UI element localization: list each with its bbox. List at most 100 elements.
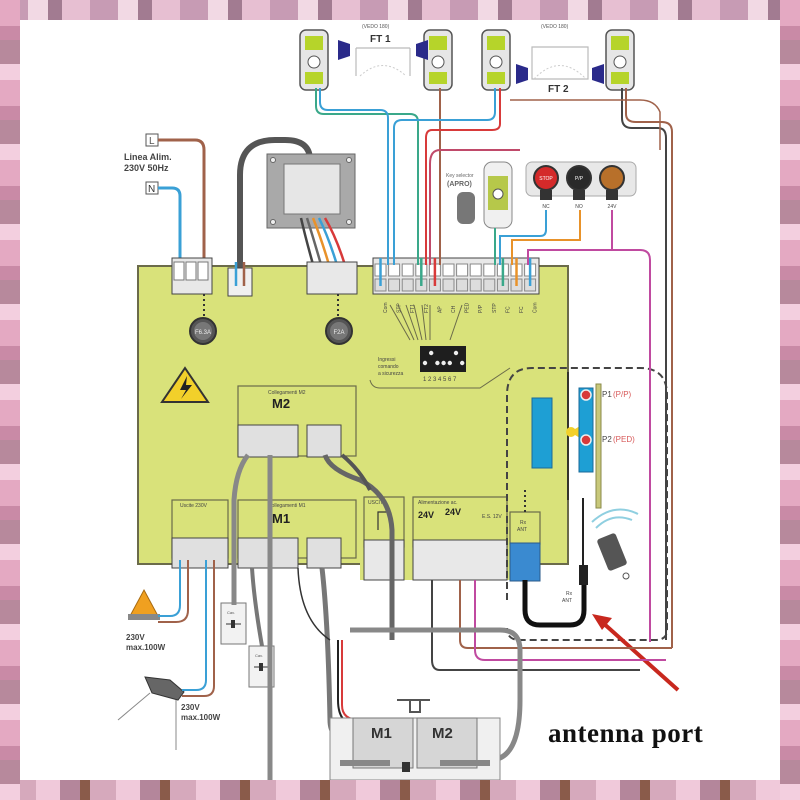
input-terminal: FC: [496, 258, 511, 313]
flashing-lamp: 230V max.100W: [126, 588, 166, 652]
capacitor-m2-label: Cav.: [255, 653, 263, 658]
input-terminal: FC: [510, 258, 525, 313]
wire-neutral-blue: [158, 186, 182, 275]
push-button-24v: 24V: [599, 165, 625, 210]
fuse-f2a-label: F2A: [333, 330, 344, 336]
courtesy-light-power-label: max.100W: [181, 713, 221, 722]
wire-live-brown: [158, 138, 206, 275]
input-terminal-label: PED: [465, 302, 471, 313]
ant-label: ANT: [517, 527, 527, 533]
rx-label: Rx: [520, 520, 527, 526]
antenna-pointer-arrow: [592, 614, 680, 692]
output-230v-block: Uscite 230V: [171, 499, 229, 569]
transformer-primary-terminal: [227, 262, 253, 297]
transformer-core: [283, 163, 341, 215]
decorative-border-left: [0, 0, 20, 800]
key-selector: Key selector (APRO): [446, 161, 513, 229]
power-line-label: Linea Alim.: [124, 152, 172, 162]
photocell-unit: [299, 29, 329, 91]
fuse-f63a: F6.3A: [189, 317, 217, 345]
motors-unit: M1 M2: [329, 699, 501, 780]
p1-label: P1: [602, 390, 612, 399]
input-terminal: AP: [428, 258, 443, 313]
push-button-contact: NC: [542, 204, 550, 210]
diagram-canvas: L Linea Alim. 230V 50Hz N: [20, 20, 780, 780]
push-button-contact: 24V: [608, 204, 618, 210]
power-voltage-label: 230V 50Hz: [124, 163, 169, 173]
power-supply-input: L Linea Alim. 230V 50Hz N: [124, 133, 206, 275]
transformer-secondary-terminal: [306, 261, 358, 318]
input-terminal-label: CH: [451, 305, 457, 313]
lamp-power-label: max.100W: [126, 643, 166, 652]
svg-text:P/P: P/P: [575, 176, 584, 182]
input-terminal: Com: [524, 258, 539, 313]
aux-24v-label-a: 24V: [418, 510, 434, 520]
aux-24v-label-b: 24V: [445, 507, 461, 517]
input-terminal-label: Com: [533, 302, 539, 313]
lamp-voltage-label: 230V: [126, 633, 145, 642]
courtesy-light-voltage-label: 230V: [181, 703, 200, 712]
ft1-note: (VEDO 180): [362, 24, 390, 30]
input-terminal-label: FC: [519, 306, 525, 313]
photocell-unit: [481, 29, 511, 91]
input-terminal: CH: [442, 263, 457, 313]
m1-block-title: Collegamenti M1: [268, 503, 306, 509]
ft1-beam: (VEDO 180) FT 1: [338, 24, 428, 77]
antenna-ant-label: ANT: [562, 598, 572, 604]
antenna-port-caption: antenna port: [548, 718, 704, 748]
dip-switch: 1 2 3 4 5 6 7 Ingressi comando a sicurez…: [369, 304, 511, 389]
capacitor-m1-label: Cav.: [227, 610, 235, 615]
photocell-unit: [423, 29, 453, 91]
motor-m2-label: M2: [432, 725, 453, 742]
p2-label: P2: [602, 435, 612, 444]
dip-label-3: a sicurezza: [378, 371, 404, 377]
motor-m1-connection-block: Collegamenti M1 M1: [237, 499, 357, 569]
fuse-f63a-label: F6.3A: [195, 330, 211, 336]
svg-text:STOP: STOP: [539, 176, 553, 182]
ft1-label: FT 1: [370, 34, 391, 45]
input-terminal: P/P: [469, 263, 484, 313]
transformer: [237, 137, 356, 276]
push-button-panel: STOP NC P/P NO 24V: [525, 161, 637, 210]
motor-m1-label: M1: [371, 725, 392, 742]
output-wiring: [158, 560, 215, 697]
input-terminal: Com: [374, 258, 389, 313]
capacitor-m1: Cav.: [220, 602, 247, 645]
push-button-pp: P/P NO: [566, 165, 592, 210]
key-selector-label-1: Key selector: [446, 173, 474, 179]
input-terminal: FT1: [401, 263, 416, 313]
ft2-note: (VEDO 180): [541, 24, 569, 30]
input-terminal: FT2: [415, 258, 430, 313]
push-button-contact: NO: [575, 204, 583, 210]
antenna: Rx ANT: [522, 498, 588, 628]
bottom-loop-wiring: [431, 580, 672, 671]
antenna-rx-label: Rx: [566, 591, 573, 597]
dip-label-1: Ingressi: [378, 357, 396, 363]
terminal-n-label: N: [148, 184, 155, 195]
push-button-stop: STOP NC: [533, 165, 559, 210]
photocell-wiring: [315, 88, 673, 648]
input-terminal-label: Com: [383, 302, 389, 313]
m1-block-motor-label: M1: [272, 511, 290, 526]
key-selector-label-2: (APRO): [447, 181, 472, 188]
ft2-label: FT 2: [548, 84, 569, 95]
p1-function-label: (P/P): [613, 390, 632, 399]
photocell-unit: [605, 29, 635, 91]
photocells: [299, 29, 635, 91]
radio-antenna-terminal: Rx ANT: [509, 490, 541, 582]
decorative-border-top: [0, 0, 800, 20]
courtesy-light: 230V max.100W: [117, 676, 221, 750]
wiring-diagram: L Linea Alim. 230V 50Hz N: [117, 24, 680, 780]
transformer-primary-cable: [237, 137, 313, 275]
m2-block-title: Collegamenti M2: [268, 390, 306, 396]
motor-m2-connection-block: Collegamenti M2 M2: [237, 385, 357, 458]
input-terminal-label: FT1: [410, 304, 416, 313]
aux-block-title: Alimentazione ac.: [418, 500, 457, 506]
input-terminal: PED: [456, 263, 471, 313]
input-terminal-label: AP: [437, 306, 443, 313]
dip-label-2: comando: [378, 364, 399, 370]
input-terminal-label: STP: [492, 303, 498, 313]
input-wiring: [429, 149, 651, 642]
